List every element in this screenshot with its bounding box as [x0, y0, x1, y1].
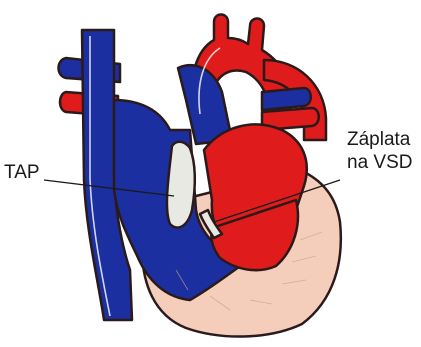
pulmonary-vein-right	[262, 88, 311, 110]
vsd-patch-label: Záplata na VSD	[347, 128, 412, 174]
vsd-patch-label-line1: Záplata	[347, 128, 412, 151]
tap-patch	[167, 142, 195, 228]
vsd-patch-label-line2: na VSD	[347, 151, 412, 174]
tap-label: TAP	[4, 161, 40, 184]
